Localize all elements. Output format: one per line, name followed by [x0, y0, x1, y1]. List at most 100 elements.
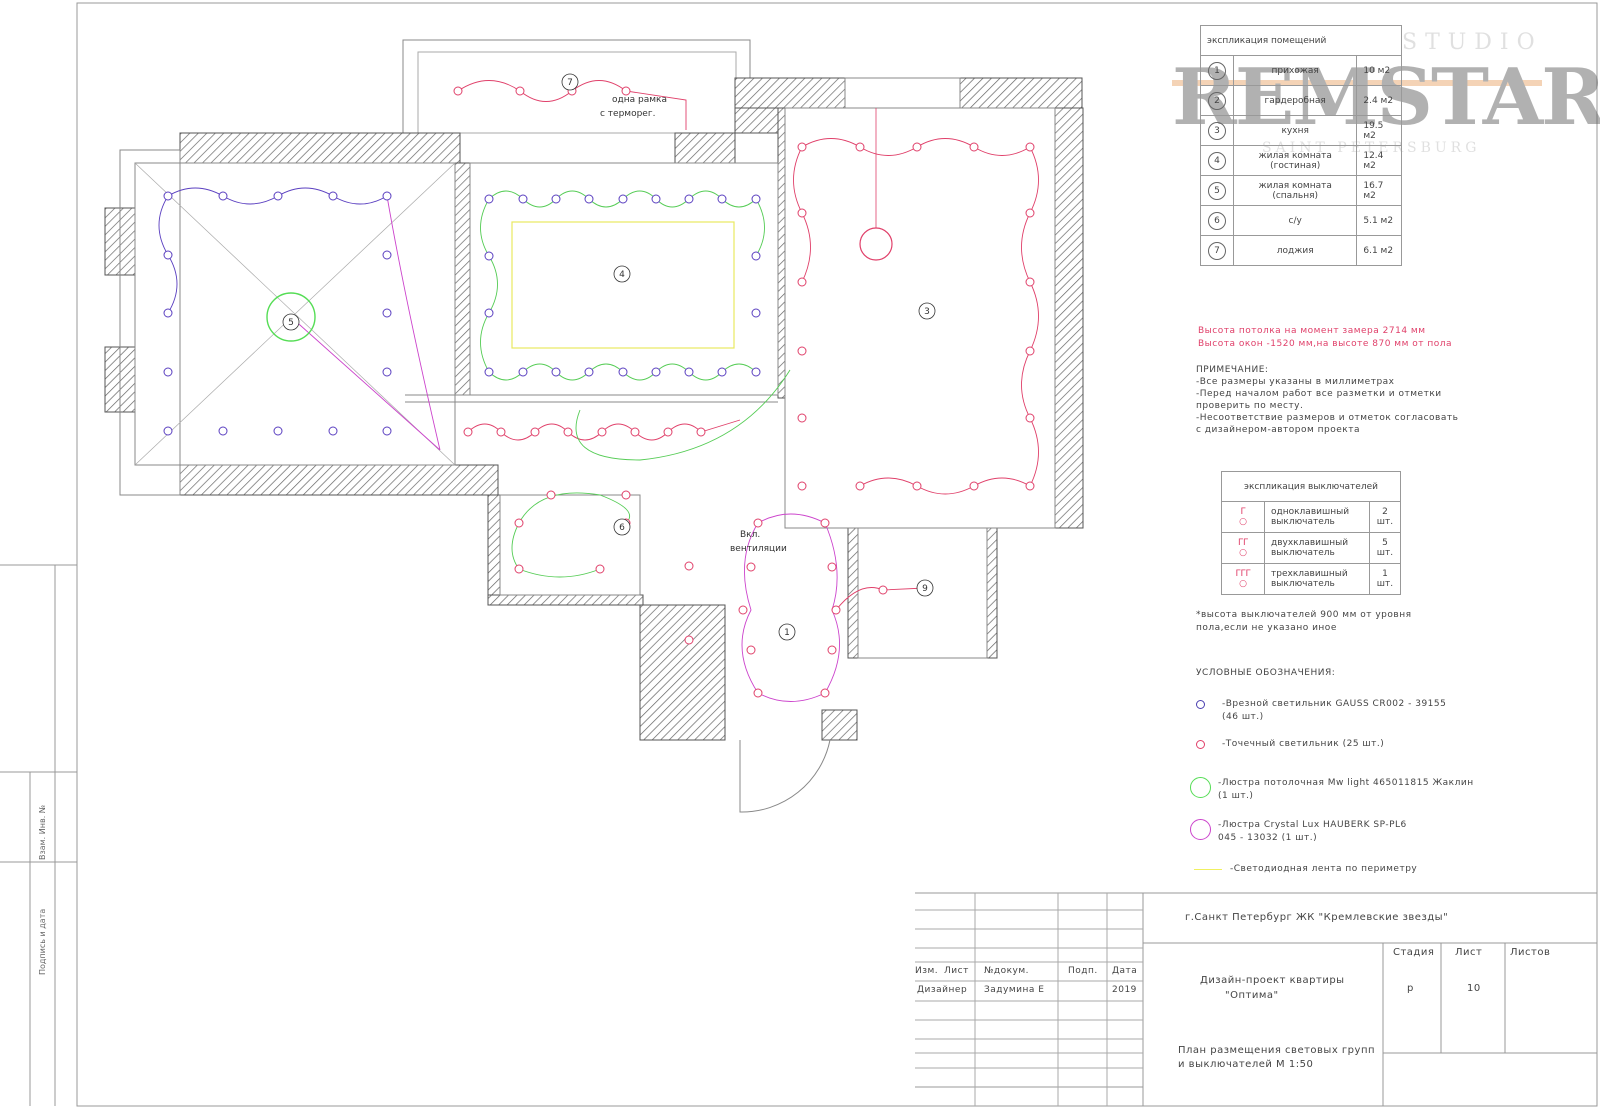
spot-light-icon	[820, 688, 830, 698]
switch-qty: 2 шт.	[1368, 501, 1402, 533]
room-row: 3 кухня 19.5 м2	[1200, 115, 1402, 146]
recessed-light-icon	[163, 367, 173, 377]
note-line: -Несоответствие размеров и отметок согла…	[1196, 413, 1459, 423]
spot-light-icon	[1025, 277, 1035, 287]
spot-light-icon	[1025, 208, 1035, 218]
sheets-label: Листов	[1510, 947, 1551, 958]
switch-name: двухклавишный выключатель	[1264, 532, 1370, 564]
spot-light-icon	[1025, 142, 1035, 152]
side-label-2: Подпись и дата	[38, 909, 47, 975]
marker-9	[916, 579, 934, 597]
room-number: 2	[1208, 91, 1226, 110]
recessed-light-icon	[163, 426, 173, 436]
recessed-light-icon	[751, 251, 761, 261]
spot-light-icon	[621, 86, 631, 96]
recessed-light-icon	[1196, 700, 1205, 709]
stage-label: Стадия	[1393, 947, 1435, 958]
recessed-light-icon	[382, 308, 392, 318]
spot-light-icon	[969, 142, 979, 152]
spot-light-icon	[663, 427, 673, 437]
recessed-light-icon	[518, 367, 528, 377]
spot-light-icon	[797, 142, 807, 152]
room-marker	[561, 73, 579, 91]
side-strip	[0, 564, 77, 1106]
chandelier-red	[859, 227, 893, 261]
title-block-header: Подп.	[1068, 966, 1098, 976]
spot-light-icon	[969, 481, 979, 491]
project-location: г.Санкт Петербург ЖК "Кремлевские звезды…	[1185, 912, 1449, 923]
recessed-light-icon	[163, 191, 173, 201]
recessed-light-icon	[382, 426, 392, 436]
recessed-light-icon	[751, 194, 761, 204]
recessed-light-icon	[551, 194, 561, 204]
room-marker	[613, 518, 631, 536]
note-line: -Все размеры указаны в миллиметрах	[1196, 377, 1395, 387]
recessed-light-icon	[328, 426, 338, 436]
switch-icon: ᒥ○	[1221, 501, 1265, 533]
recessed-light-icon	[584, 367, 594, 377]
switch-row: ᒥᒥᒥ○ трехклавишный выключатель 1 шт.	[1221, 563, 1402, 595]
spot-light-icon	[827, 562, 837, 572]
legend-text-2: 045 - 13032 (1 шт.)	[1218, 833, 1318, 843]
recessed-light-icon	[751, 367, 761, 377]
spot-light-icon	[696, 427, 706, 437]
title-block-header: Дата	[1112, 966, 1138, 976]
spot-light-icon	[597, 427, 607, 437]
legend-text: -Врезной светильник GAUSS CR002 - 39155	[1222, 699, 1447, 709]
room-row: 5 жилая комната (спальня) 16.7 м2	[1200, 175, 1402, 206]
room-area: 12.4 м2	[1356, 145, 1402, 176]
title-block-header: Лист	[944, 966, 969, 976]
room-name: прихожая	[1232, 55, 1358, 86]
recessed-light-icon	[484, 308, 494, 318]
room-area: 2.4 м2	[1356, 85, 1402, 116]
room-number-label: 1	[784, 628, 790, 638]
chandelier-green	[266, 292, 316, 342]
sheet-label: Лист	[1455, 947, 1483, 958]
switch-name: трехклавишный выключатель	[1264, 563, 1370, 595]
spot-light-icon	[753, 518, 763, 528]
room-name: жилая комната (гостиная)	[1232, 145, 1358, 176]
recessed-light-icon	[273, 191, 283, 201]
recessed-light-icon	[382, 250, 392, 260]
switch-qty: 1 шт.	[1368, 563, 1402, 595]
recessed-light-icon	[751, 308, 761, 318]
spot-light-icon	[797, 277, 807, 287]
spot-light-icon	[630, 427, 640, 437]
title-block-header: Изм.	[915, 966, 939, 976]
led-strip-living	[511, 221, 735, 349]
title-block-header: №докум.	[984, 966, 1030, 976]
recessed-light-icon	[382, 191, 392, 201]
sheet-value: 10	[1467, 983, 1481, 994]
spot-light-icon	[855, 142, 865, 152]
spot-light-icon	[878, 585, 888, 595]
notes: ПРИМЕЧАНИЕ: -Все размеры указаны в милли…	[1196, 364, 1458, 436]
led-strip-icon	[1194, 869, 1222, 870]
spot-light-icon	[684, 635, 694, 645]
spot-light-icon	[515, 86, 525, 96]
room-row: 2 гардеробная 2.4 м2	[1200, 85, 1402, 116]
spot-light-icon	[1196, 740, 1205, 749]
walls	[104, 77, 1084, 741]
room-number-label: 4	[619, 270, 625, 280]
ceiling-height-note: Высота потолка на момент замера 2714 мм	[1198, 326, 1426, 336]
switch-name: одноклавишный выключатель	[1264, 501, 1370, 533]
recessed-light-icon	[273, 426, 283, 436]
recessed-light-icon	[651, 194, 661, 204]
note-line: проверить по месту.	[1196, 401, 1304, 411]
project-name: Дизайн-проект квартиры	[1200, 975, 1345, 986]
switch-footnote-2: пола,если не указано иное	[1196, 623, 1337, 633]
recessed-light-icon	[551, 367, 561, 377]
note-line: с дизайнером-автором проекта	[1196, 425, 1360, 435]
note-line: -Перед началом работ все разметки и отме…	[1196, 389, 1442, 399]
recessed-light-icon	[717, 367, 727, 377]
spot-light-icon	[797, 481, 807, 491]
legend-text: -Люстра потолочная Mw light 465011815 Жа…	[1218, 778, 1474, 788]
recessed-light-icon	[163, 250, 173, 260]
room-number: 6	[1208, 211, 1226, 230]
spot-light-icon	[463, 427, 473, 437]
legend-text-2: (1 шт.)	[1218, 791, 1254, 801]
spot-light-icon	[738, 605, 748, 615]
recessed-light-icon	[584, 194, 594, 204]
designer-name: Задумина Е	[984, 985, 1045, 995]
switch-row: ᒥᒥ○ двухклавишный выключатель 5 шт.	[1221, 532, 1402, 564]
